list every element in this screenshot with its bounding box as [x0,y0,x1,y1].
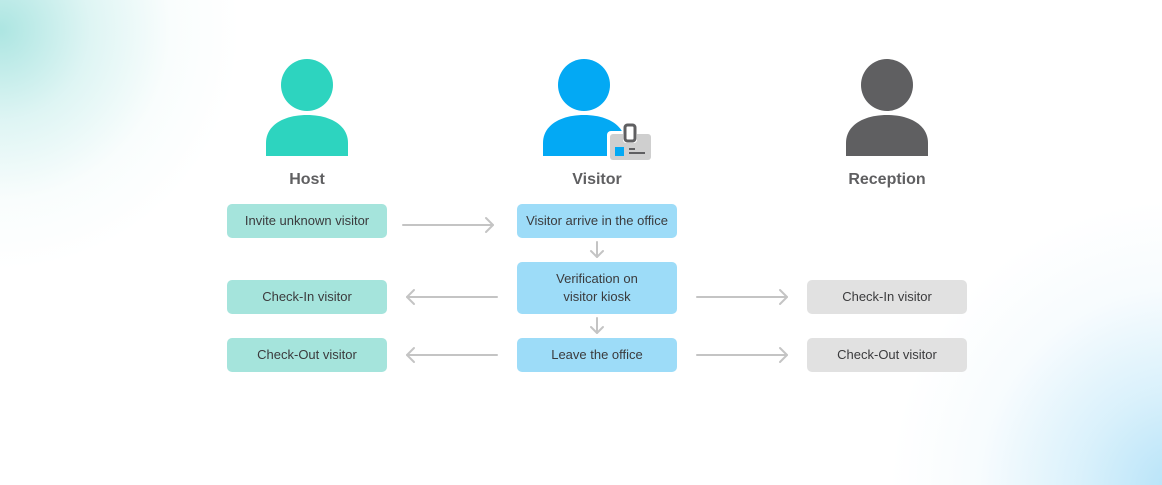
arrow-right-invite-to-arrive [402,217,494,233]
reception-label: Reception [848,171,926,188]
reception-person-icon [846,59,928,156]
arrow-down-arrive-to-verification [590,241,604,258]
step-label: Visitor arrive in the office [526,213,668,228]
step-label-line-2: visitor kiosk [563,289,631,304]
host-person-icon [266,59,348,156]
host-step-invite-unknown-visitor[interactable]: Invite unknown visitor [227,204,387,238]
step-label: Invite unknown visitor [244,213,370,228]
arrow-right-leave-to-reception-check-out [696,347,788,363]
visitor-step-arrive-in-office[interactable]: Visitor arrive in the office [517,204,677,238]
arrow-right-verification-to-reception-check-in [696,289,788,305]
step-label: Check-Out visitor [837,347,937,362]
visitor-label: Visitor [572,171,622,188]
visitor-step-verification-on-kiosk[interactable]: Verification on visitor kiosk [517,262,677,314]
step-label: Check-In visitor [262,289,352,304]
step-label: Check-Out visitor [257,347,357,362]
host-label: Host [289,171,325,188]
reception-step-check-out-visitor[interactable]: Check-Out visitor [807,338,967,372]
step-label-line-1: Verification on [556,271,638,286]
step-label: Check-In visitor [842,289,932,304]
reception-step-check-in-visitor[interactable]: Check-In visitor [807,280,967,314]
arrow-left-verification-to-host-check-in [406,289,498,305]
arrow-left-leave-to-host-check-out [406,347,498,363]
visitor-step-leave-office[interactable]: Leave the office [517,338,677,372]
host-step-check-in-visitor[interactable]: Check-In visitor [227,280,387,314]
visitor-person-with-badge-icon [543,59,653,161]
host-step-check-out-visitor[interactable]: Check-Out visitor [227,338,387,372]
step-label: Leave the office [551,347,643,362]
arrow-down-verification-to-leave [590,317,604,334]
